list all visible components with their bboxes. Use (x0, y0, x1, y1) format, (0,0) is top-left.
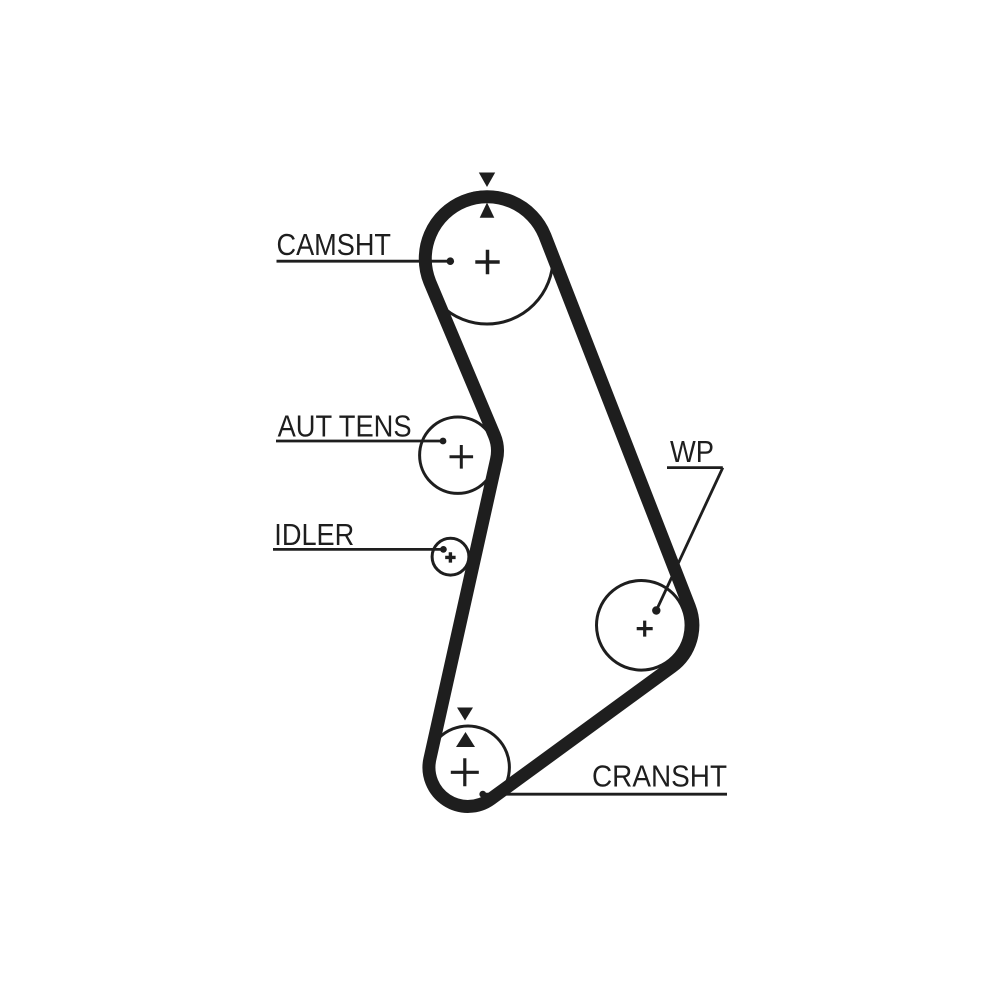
svg-text:CAMSHT: CAMSHT (277, 228, 392, 262)
svg-text:CRANSHT: CRANSHT (592, 760, 727, 794)
svg-text:AUT TENS: AUT TENS (278, 409, 412, 443)
svg-text:IDLER: IDLER (274, 518, 354, 552)
svg-text:WP: WP (670, 435, 714, 469)
